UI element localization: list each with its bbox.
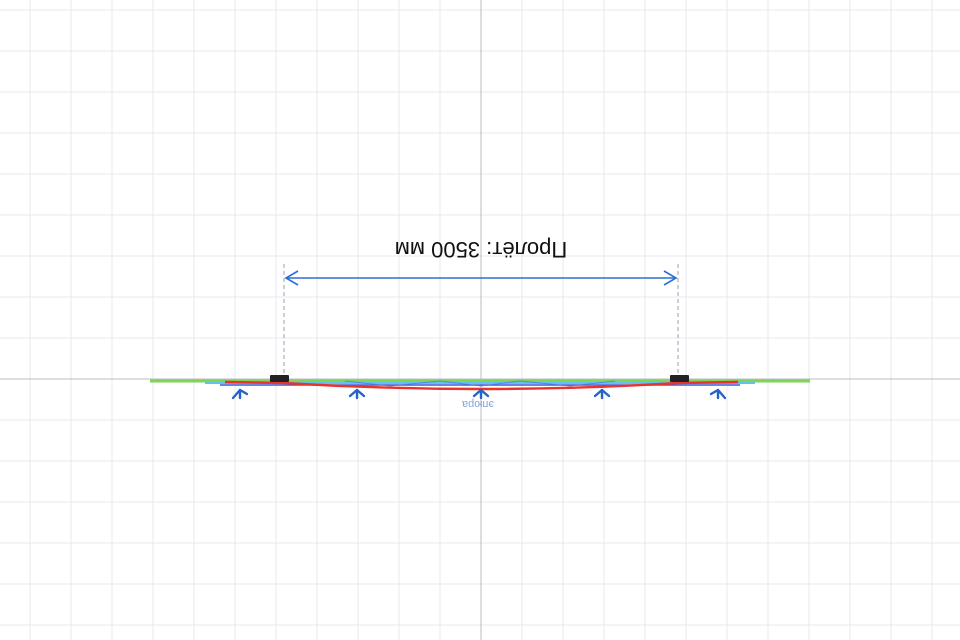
load-arrow xyxy=(709,388,727,400)
dimension-arrow-right xyxy=(663,270,678,286)
load-arrow xyxy=(472,388,490,400)
load-arrow xyxy=(231,388,249,400)
stress-truss-pattern xyxy=(344,380,616,387)
beam xyxy=(150,379,810,391)
load-arrows xyxy=(231,388,727,400)
load-label: эпюра xyxy=(461,398,494,410)
load-arrow xyxy=(593,388,611,400)
support-right xyxy=(670,375,689,382)
span-dimension: Пролёт: 3500 мм xyxy=(283,237,679,378)
load-arrow xyxy=(348,388,366,400)
support-left xyxy=(270,375,289,382)
dimension-arrow-left xyxy=(284,270,299,286)
span-label: Пролёт: 3500 мм xyxy=(395,237,567,262)
